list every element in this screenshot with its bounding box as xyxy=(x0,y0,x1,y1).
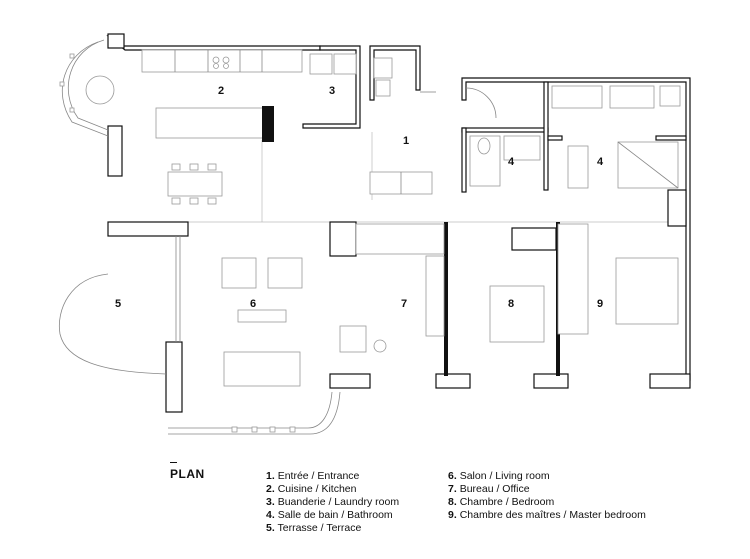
legend-item: 9. Chambre des maîtres / Master bedroom xyxy=(448,509,646,522)
legend-item: 2. Cuisine / Kitchen xyxy=(266,483,399,496)
room-label-4a: 4 xyxy=(508,156,515,168)
legend-text: Cuisine / Kitchen xyxy=(277,483,357,495)
legend-num: 5. xyxy=(266,522,275,534)
legend-text: Buanderie / Laundry room xyxy=(277,496,400,508)
room-label-1: 1 xyxy=(403,135,409,147)
legend-item: 8. Chambre / Bedroom xyxy=(448,496,646,509)
bay-window-kitchen xyxy=(59,39,109,137)
bathrooms xyxy=(461,81,687,193)
legend-num: 9. xyxy=(448,509,457,521)
legend-text: Salon / Living room xyxy=(459,470,550,482)
legend-text: Salle de bain / Bathroom xyxy=(277,509,393,521)
laundry-fixtures xyxy=(309,53,436,97)
room-label-8: 8 xyxy=(508,298,514,310)
room-label-3: 3 xyxy=(329,85,335,97)
room-label-2: 2 xyxy=(218,85,224,97)
legend-num: 3. xyxy=(266,496,275,508)
entrance-fixtures xyxy=(369,87,497,195)
legend-num: 7. xyxy=(448,483,457,495)
room-label-4b: 4 xyxy=(597,156,604,168)
legend-num: 2. xyxy=(266,483,275,495)
bedroom-walls xyxy=(329,189,687,337)
legend-column-2: 6. Salon / Living room 7. Bureau / Offic… xyxy=(448,470,646,522)
legend-column-1: 1. Entrée / Entrance 2. Cuisine / Kitche… xyxy=(266,470,399,535)
plan-title: PLAN xyxy=(170,462,205,481)
legend-text: Terrasse / Terrace xyxy=(277,522,362,534)
legend-item: 7. Bureau / Office xyxy=(448,483,646,496)
room-label-5: 5 xyxy=(115,298,121,310)
bay-window-living xyxy=(168,391,341,435)
room-label-7: 7 xyxy=(401,298,407,310)
legend-item: 6. Salon / Living room xyxy=(448,470,646,483)
legend-item: 3. Buanderie / Laundry room xyxy=(266,496,399,509)
terrace xyxy=(58,236,181,375)
room-labels: 1 2 3 4 4 5 6 7 8 9 xyxy=(115,85,604,310)
legend-num: 8. xyxy=(448,496,457,508)
room-label-9: 9 xyxy=(597,298,603,310)
kitchen-fixtures xyxy=(85,49,303,205)
beds xyxy=(489,257,679,343)
legend-text: Chambre / Bedroom xyxy=(459,496,555,508)
exterior-walls xyxy=(106,33,691,413)
room-label-6: 6 xyxy=(250,298,256,310)
legend-item: 1. Entrée / Entrance xyxy=(266,470,399,483)
legend-text: Bureau / Office xyxy=(459,483,530,495)
legend-num: 4. xyxy=(266,509,275,521)
legend-text: Entrée / Entrance xyxy=(277,470,360,482)
legend-num: 1. xyxy=(266,470,275,482)
legend-num: 6. xyxy=(448,470,457,482)
legend-item: 5. Terrasse / Terrace xyxy=(266,522,399,535)
legend-item: 4. Salle de bain / Bathroom xyxy=(266,509,399,522)
legend-text: Chambre des maîtres / Master bedroom xyxy=(459,509,646,521)
living-furniture xyxy=(221,257,387,387)
